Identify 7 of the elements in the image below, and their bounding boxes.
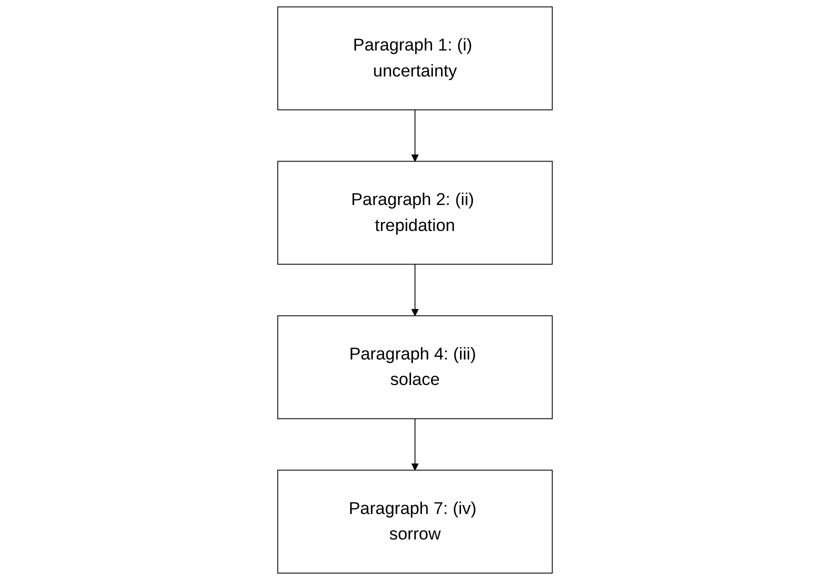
arrow xyxy=(410,264,418,316)
arrow xyxy=(410,418,418,471)
node-box: Paragraph 4: (iii) solace xyxy=(276,315,552,420)
node-box: Paragraph 1: (i) uncertainty xyxy=(276,6,552,110)
node-box: Paragraph 2: (ii) trepidation xyxy=(276,160,552,265)
arrow xyxy=(410,109,418,162)
node-box: Paragraph 7: (iv) sorrow xyxy=(276,470,552,574)
